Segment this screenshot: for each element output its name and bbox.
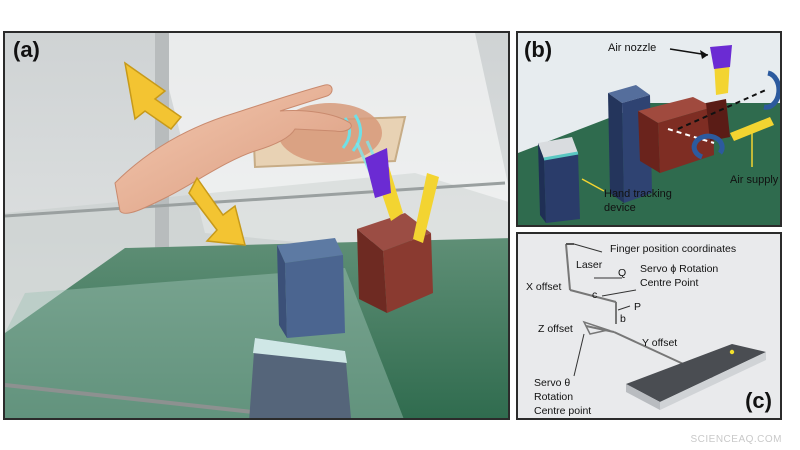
- panel-b-label: (b): [524, 37, 553, 62]
- red-box-top: [357, 213, 431, 251]
- panel-b-illustration: Air nozzle Air supply Hand tracking devi…: [518, 33, 780, 225]
- red-box-top: [638, 97, 713, 123]
- air-nozzle: [710, 45, 732, 69]
- rotation-arrow-icon: [763, 70, 780, 110]
- b-label: b: [620, 313, 626, 325]
- air-nozzle-label: Air nozzle: [608, 42, 656, 54]
- laser-label: Laser: [576, 259, 603, 271]
- servo-phi-leader: [601, 289, 637, 297]
- z-offset-bracket: [582, 320, 611, 335]
- blue-tower-top: [608, 85, 650, 103]
- blue-tower-side: [608, 93, 624, 203]
- z-offset-line: [585, 325, 615, 333]
- servo-phi-label-line1: Servo ϕ Rotation: [640, 263, 718, 275]
- tracking-device-top: [626, 344, 766, 402]
- servo-theta-leader: [573, 333, 585, 377]
- watermark: SCIENCEAQ.COM: [690, 434, 782, 445]
- c-label: c: [592, 289, 597, 301]
- air-supply-pipe: [730, 117, 774, 141]
- hand-tracking-label-line2: device: [604, 202, 636, 214]
- servo-theta-label-line2: Rotation: [534, 391, 573, 403]
- laser-line: [565, 243, 571, 291]
- blue-box-top: [277, 238, 343, 263]
- tracking-device-front: [544, 153, 580, 223]
- sensor-dot: [729, 349, 735, 355]
- finger-leader: [573, 243, 603, 253]
- y-offset-label: Y offset: [642, 337, 677, 349]
- frame-rail: [5, 181, 506, 218]
- x-offset-label: X offset: [526, 281, 561, 293]
- air-supply-pipe: [413, 173, 439, 243]
- tracking-device-edge: [626, 384, 660, 410]
- air-nozzle: [365, 148, 391, 198]
- q-label: Q: [618, 267, 626, 279]
- red-box-front: [383, 233, 433, 313]
- rotation-axis-theta: [667, 128, 715, 144]
- panel-b: Air nozzle Air supply Hand tracking devi…: [516, 31, 782, 227]
- press-arrow-icon: [188, 176, 246, 246]
- panel-a-label: (a): [13, 37, 40, 62]
- blue-box-front: [285, 255, 345, 338]
- p-leader: [617, 305, 631, 311]
- servo-theta-label-line3: Centre point: [534, 405, 591, 417]
- hand-tracking-leader: [581, 178, 605, 192]
- panel-a: (a): [3, 31, 510, 420]
- red-box-side: [638, 111, 660, 173]
- tracking-device-front: [660, 352, 766, 410]
- rotation-axis-phi: [677, 88, 769, 130]
- tracking-device-side: [538, 143, 546, 223]
- servo-theta-label-line1: Servo θ: [534, 377, 570, 389]
- panel-c-schematic: Finger position coordinates Laser Q Serv…: [526, 243, 766, 417]
- panel-c-label: (c): [745, 388, 772, 413]
- tracking-device-top: [253, 338, 347, 363]
- hand: [114, 84, 352, 214]
- servo-phi-label-line2: Centre Point: [640, 277, 698, 289]
- x-offset-line: [569, 289, 617, 303]
- tracking-device-edge: [543, 151, 579, 161]
- finger-position-label: Finger position coordinates: [610, 243, 736, 255]
- blue-box-side: [277, 245, 287, 338]
- z-offset-label: Z offset: [538, 323, 573, 335]
- panel-c: Finger position coordinates Laser Q Serv…: [516, 232, 782, 420]
- air-supply-label: Air supply: [730, 174, 779, 186]
- hand-tracking-label-line1: Hand tracking: [604, 188, 672, 200]
- air-nozzle-arrowhead: [700, 50, 708, 59]
- down-arrow-icon: [123, 61, 183, 131]
- panel-a-illustration: [5, 33, 508, 418]
- red-box-side: [357, 229, 387, 313]
- rotation-arrow-icon: [691, 133, 725, 160]
- p-label: P: [634, 301, 641, 313]
